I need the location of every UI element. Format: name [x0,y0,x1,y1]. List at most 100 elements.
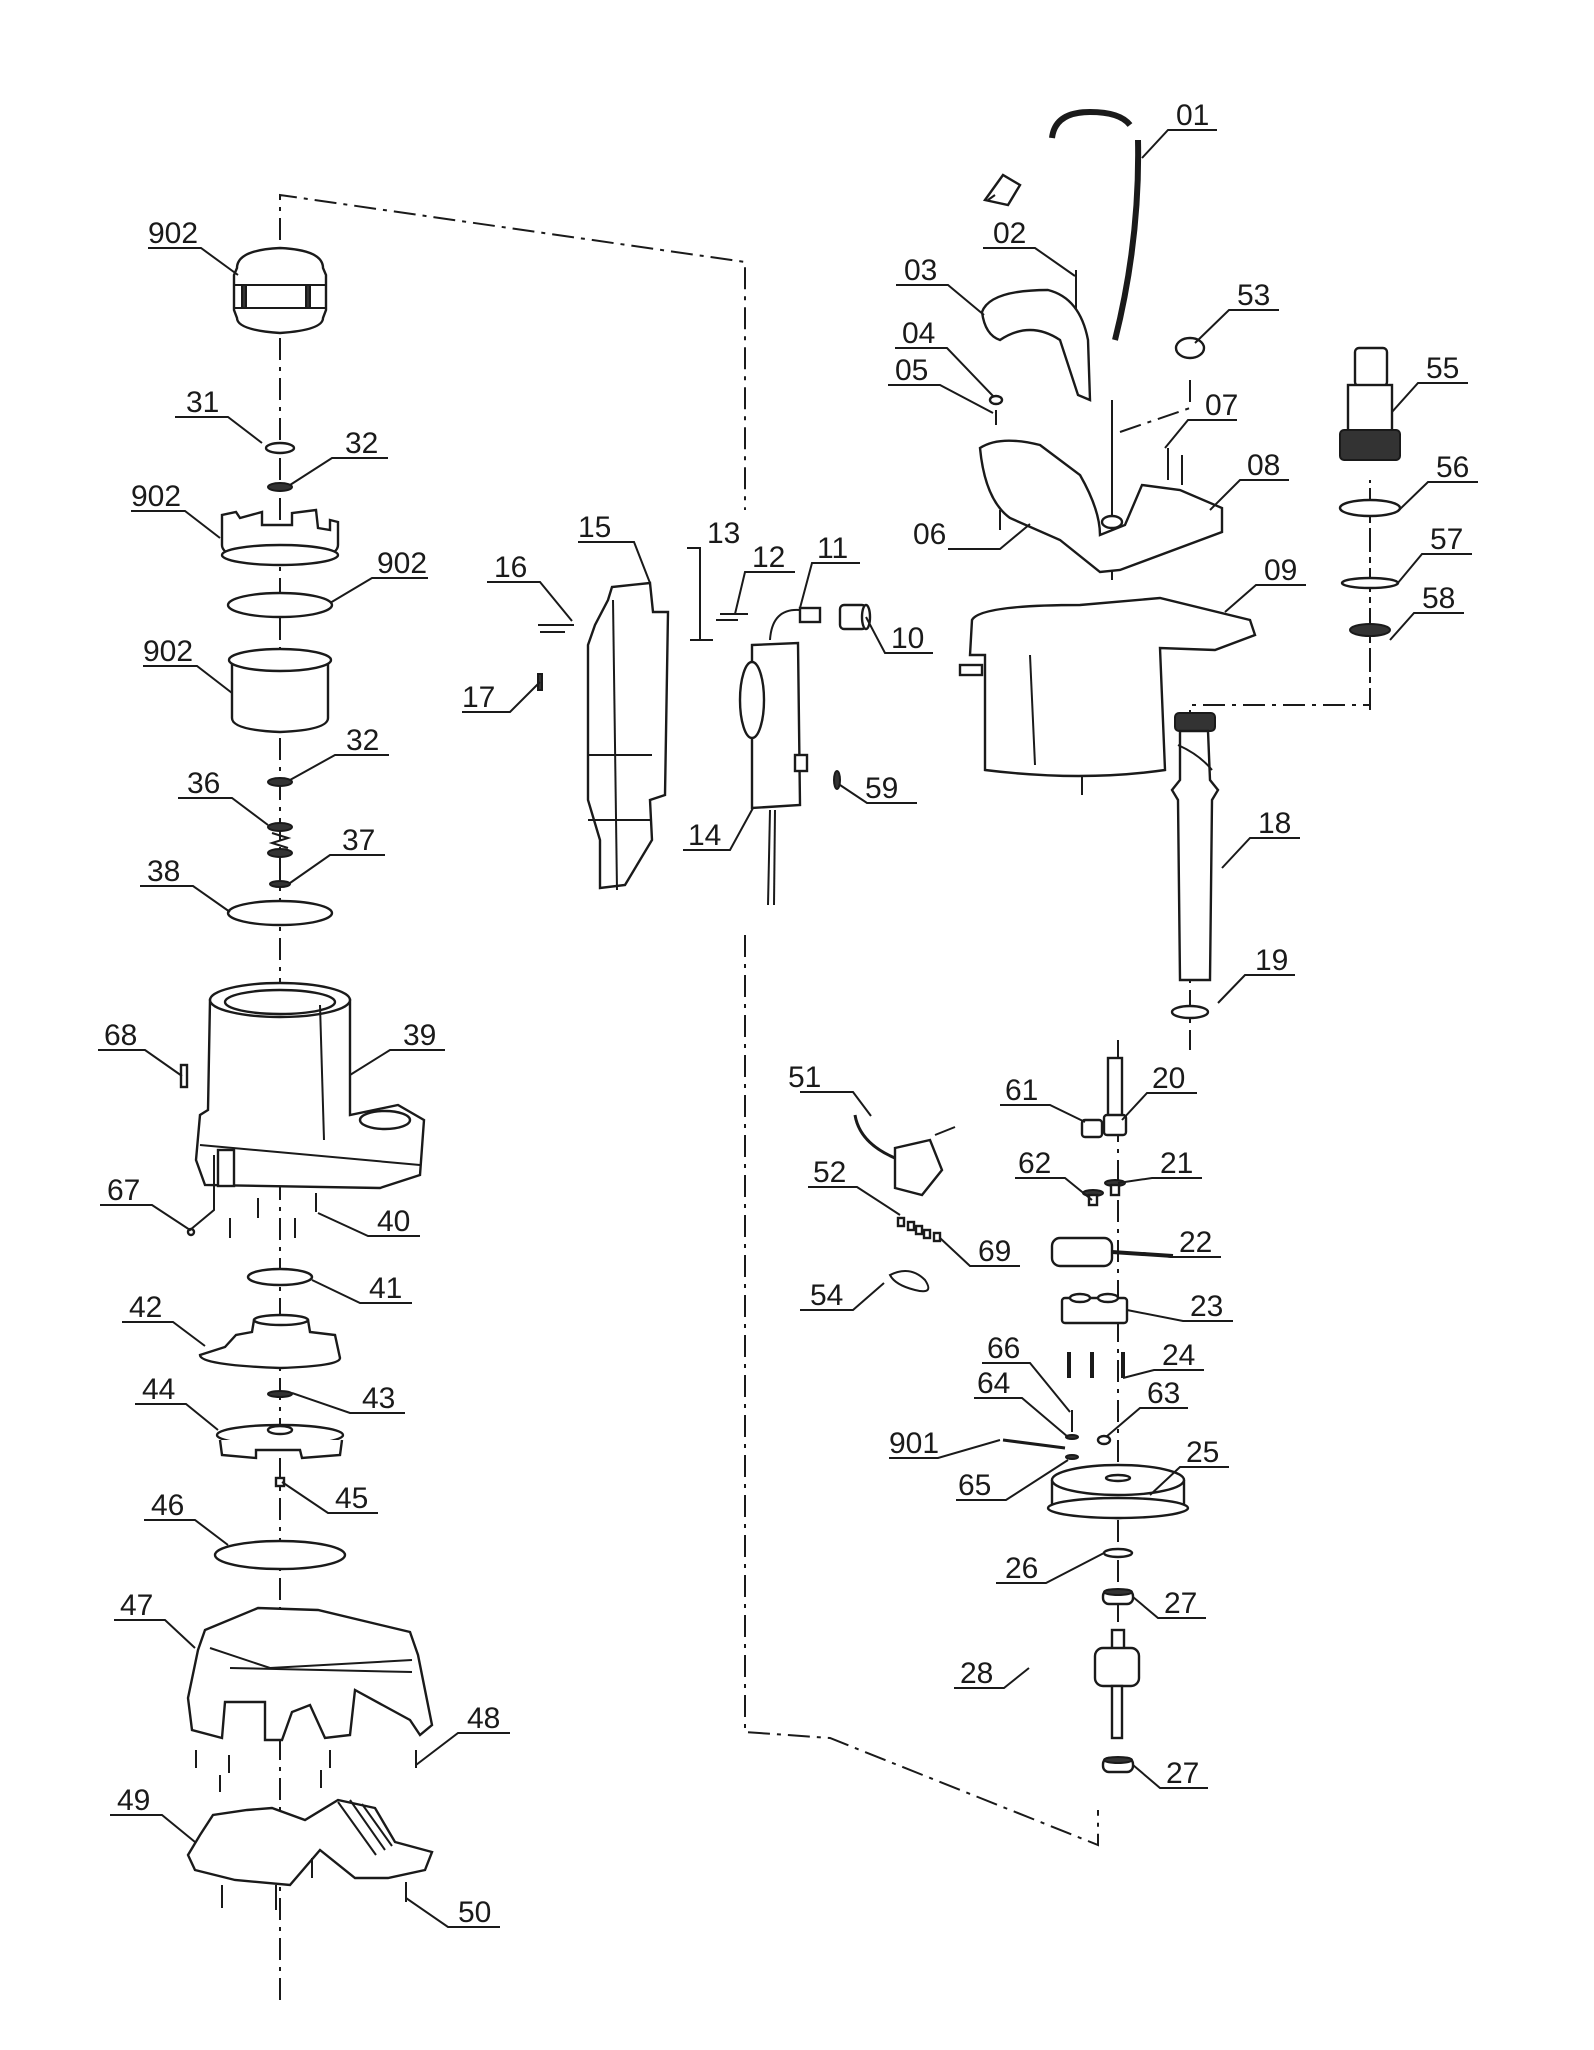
label-13[interactable]: 13 [707,517,740,550]
label-18[interactable]: 18 [1258,807,1291,840]
label-31[interactable]: 31 [186,386,219,419]
label-20[interactable]: 20 [1152,1062,1185,1095]
label-01[interactable]: 01 [1176,99,1209,132]
label-53[interactable]: 53 [1237,279,1270,312]
part-21 [1104,1179,1126,1197]
middle-parts [537,581,872,906]
part-61 [1080,1118,1104,1139]
label-27b[interactable]: 27 [1166,1757,1199,1790]
label-15[interactable]: 15 [578,511,611,544]
label-07[interactable]: 07 [1205,389,1238,422]
label-32b[interactable]: 32 [346,724,379,757]
label-21[interactable]: 21 [1160,1147,1193,1180]
label-32[interactable]: 32 [345,427,378,460]
label-19[interactable]: 19 [1255,944,1288,977]
part-41 [246,1267,314,1287]
label-39[interactable]: 39 [403,1019,436,1052]
part-37 [269,880,291,888]
part-18 [1170,712,1220,982]
label-36[interactable]: 36 [187,767,220,800]
label-12[interactable]: 12 [752,541,785,574]
label-68[interactable]: 68 [104,1019,137,1052]
part-28 [1093,1628,1141,1740]
label-28[interactable]: 28 [960,1657,993,1690]
label-04[interactable]: 04 [902,317,935,350]
part-24-screws [1067,1352,1125,1378]
part-63 [1096,1434,1112,1446]
label-44[interactable]: 44 [142,1373,175,1406]
label-11[interactable]: 11 [817,532,848,565]
part-03 [980,288,1092,402]
label-49[interactable]: 49 [117,1784,150,1817]
part-45 [274,1476,286,1488]
label-46[interactable]: 46 [151,1489,184,1522]
label-05[interactable]: 05 [895,354,928,387]
part-42 [198,1313,342,1370]
part-49 [186,1798,434,1887]
label-02[interactable]: 02 [993,217,1026,250]
label-57[interactable]: 57 [1430,523,1463,556]
part-32b [267,777,293,787]
label-42[interactable]: 42 [129,1291,162,1324]
label-902a[interactable]: 902 [148,217,198,250]
part-59 [833,770,841,790]
part-902-cup [227,647,333,734]
label-51[interactable]: 51 [788,1061,821,1094]
label-40[interactable]: 40 [377,1205,410,1238]
label-24[interactable]: 24 [1162,1339,1195,1372]
label-61[interactable]: 61 [1005,1074,1038,1107]
label-56[interactable]: 56 [1436,451,1469,484]
leader-lines [98,129,1478,1928]
label-06[interactable]: 06 [913,518,946,551]
label-45[interactable]: 45 [335,1482,368,1515]
part-07-screws [1167,448,1183,485]
label-59[interactable]: 59 [865,772,898,805]
part-labels: 902 31 32 902 902 902 32 36 37 38 39 68 … [104,99,1469,1929]
label-65[interactable]: 65 [958,1469,991,1502]
label-66[interactable]: 66 [987,1332,1020,1365]
label-67[interactable]: 67 [107,1174,140,1207]
label-901[interactable]: 901 [889,1427,939,1460]
axis-middle-to-rotor [744,935,1099,1847]
label-43[interactable]: 43 [362,1382,395,1415]
label-17[interactable]: 17 [462,681,495,714]
part-31 [264,441,296,455]
part-08 [978,439,1224,574]
label-38[interactable]: 38 [147,855,180,888]
label-54[interactable]: 54 [810,1279,843,1312]
part-36 [267,822,293,858]
label-22[interactable]: 22 [1179,1226,1212,1259]
part-26 [1102,1547,1134,1559]
label-37[interactable]: 37 [342,824,375,857]
label-64[interactable]: 64 [977,1367,1010,1400]
part-902-holder-base [220,543,340,567]
label-52[interactable]: 52 [813,1156,846,1189]
part-62 [1082,1189,1104,1207]
label-09[interactable]: 09 [1264,554,1297,587]
label-27[interactable]: 27 [1164,1587,1197,1620]
label-902d[interactable]: 902 [143,635,193,668]
label-902c[interactable]: 902 [377,547,427,580]
right-top-parts [958,108,1402,1020]
part-39 [194,981,426,1190]
label-69[interactable]: 69 [978,1235,1011,1268]
label-23[interactable]: 23 [1190,1290,1223,1323]
label-63[interactable]: 63 [1147,1377,1180,1410]
label-50[interactable]: 50 [458,1896,491,1929]
label-55[interactable]: 55 [1426,352,1459,385]
label-62[interactable]: 62 [1018,1147,1051,1180]
label-10[interactable]: 10 [891,622,924,655]
label-25[interactable]: 25 [1186,1436,1219,1469]
label-03[interactable]: 03 [904,254,937,287]
part-22 [1050,1236,1174,1268]
label-41[interactable]: 41 [369,1272,402,1305]
label-47[interactable]: 47 [120,1589,153,1622]
label-16[interactable]: 16 [494,551,527,584]
label-14[interactable]: 14 [688,819,721,852]
label-08[interactable]: 08 [1247,449,1280,482]
label-26[interactable]: 26 [1005,1552,1038,1585]
label-902b[interactable]: 902 [131,480,181,513]
label-48[interactable]: 48 [467,1702,500,1735]
label-58[interactable]: 58 [1422,582,1455,615]
